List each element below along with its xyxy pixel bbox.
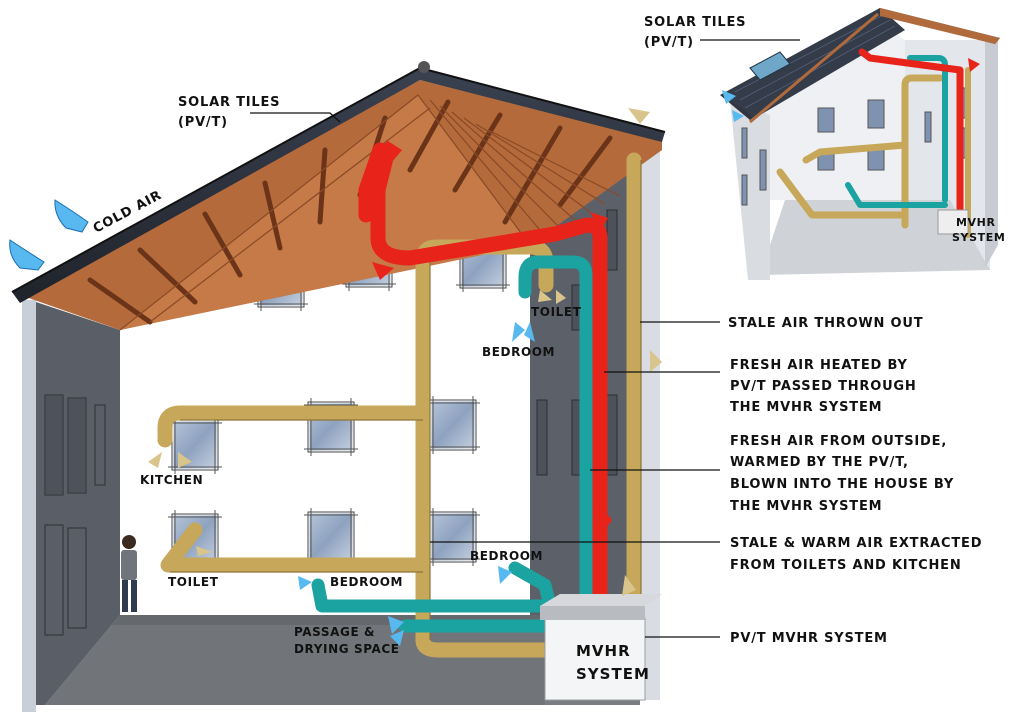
- solar-tiles-sublabel: (PV/T): [178, 115, 228, 130]
- kitchen-label: KITCHEN: [140, 473, 203, 487]
- callout-fresh-heated-2: PV/T PASSED THROUGH: [730, 379, 917, 394]
- mvhr-label: MVHR: [576, 642, 631, 660]
- vent-arrows: [298, 322, 535, 646]
- inset-mvhr-sublabel: SYSTEM: [952, 231, 1005, 244]
- passage-label: PASSAGE &: [294, 625, 375, 639]
- solar-tile-roof-edge: [12, 68, 665, 303]
- inset-house: SOLAR TILES (PV/T) MVHR SYSTEM: [644, 8, 1005, 280]
- callout-fresh-outside-2: WARMED BY THE PV/T,: [730, 455, 909, 470]
- toilet-lower-label: TOILET: [168, 575, 219, 589]
- callout-fresh-outside-3: BLOWN INTO THE HOUSE BY: [730, 477, 954, 492]
- callout-pvt-mvhr: PV/T MVHR SYSTEM: [730, 631, 888, 646]
- callout-fresh-heated-1: FRESH AIR HEATED BY: [730, 358, 908, 373]
- callout-stale-air-out: STALE AIR THROWN OUT: [728, 316, 923, 331]
- person-figure: [121, 535, 137, 612]
- passage-sublabel: DRYING SPACE: [294, 642, 400, 656]
- inset-mvhr-label: MVHR: [956, 216, 996, 229]
- legend-callouts: STALE AIR THROWN OUT FRESH AIR HEATED BY…: [430, 316, 982, 646]
- fresh-intake-duct: [311, 255, 593, 633]
- callout-fresh-heated-3: THE MVHR SYSTEM: [730, 400, 882, 415]
- callout-fresh-outside-4: THE MVHR SYSTEM: [730, 499, 882, 514]
- callout-fresh-outside-1: FRESH AIR FROM OUTSIDE,: [730, 434, 947, 449]
- inset-solar-tiles-label: SOLAR TILES: [644, 15, 746, 30]
- solar-tiles-label: SOLAR TILES: [178, 95, 280, 110]
- hot-supply-duct: [358, 142, 608, 623]
- main-house: [9, 61, 666, 712]
- inset-solar-tiles-sublabel: (PV/T): [644, 35, 694, 50]
- mvhr-box: [540, 594, 662, 701]
- toilet-upper-label: TOILET: [531, 305, 582, 319]
- bedroom-upper-label: BEDROOM: [482, 345, 555, 359]
- bedroom-lower-left-label: BEDROOM: [330, 575, 403, 589]
- bedroom-lower-right-label: BEDROOM: [470, 549, 543, 563]
- callout-stale-warm-1: STALE & WARM AIR EXTRACTED: [730, 536, 982, 551]
- callout-stale-warm-2: FROM TOILETS AND KITCHEN: [730, 558, 962, 573]
- cold-air-arrows: [9, 199, 89, 271]
- mvhr-sublabel: SYSTEM: [576, 665, 650, 683]
- extract-vent-arrows: [148, 108, 662, 596]
